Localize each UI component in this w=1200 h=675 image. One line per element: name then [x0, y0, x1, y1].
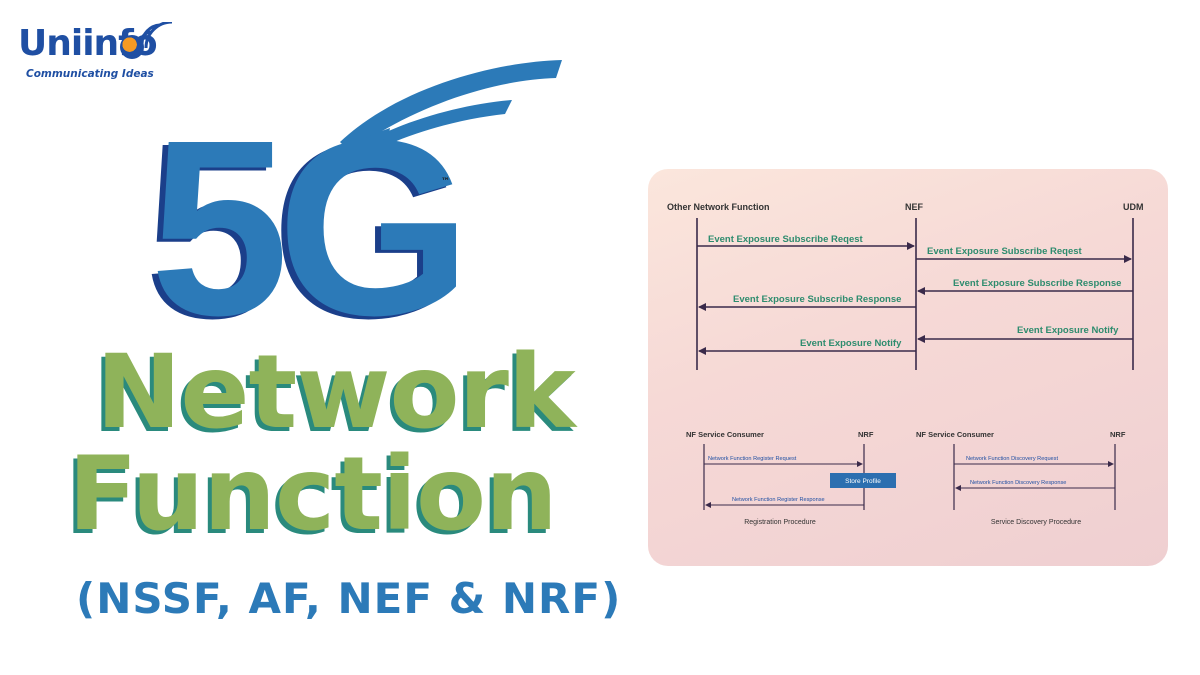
- logo-tagline: Communicating Ideas: [26, 68, 154, 80]
- trademark-mark: ™: [441, 177, 450, 187]
- message-label: Event Exposure Subscribe Reqest: [708, 234, 864, 245]
- actor-udm: UDM: [1123, 202, 1144, 212]
- discovery-request-label: Network Function Discovery Request: [966, 456, 1058, 462]
- sequence-diagram: Other Network Function NEF UDM Event Exp…: [667, 202, 1144, 526]
- signal-waves-icon: [138, 22, 173, 49]
- discovery-caption: Service Discovery Procedure: [991, 519, 1081, 526]
- sequence-diagram-panel: Other Network Function NEF UDM Event Exp…: [648, 169, 1168, 566]
- message-label: Event Exposure Subscribe Response: [953, 278, 1121, 289]
- subtitle: (NSSF, AF, NEF & NRF): [76, 574, 622, 623]
- registration-caption: Registration Procedure: [744, 519, 816, 526]
- actor-other-network-function: Other Network Function: [667, 202, 770, 212]
- discovery-response-label: Network Function Discovery Response: [970, 480, 1066, 486]
- message-label: Event Exposure Notify: [1017, 325, 1119, 336]
- actor-nef: NEF: [905, 202, 924, 212]
- registration-consumer-label: NF Service Consumer: [686, 430, 764, 439]
- registration-nrf-label: NRF: [858, 430, 874, 439]
- five-g-logo: 5G 5G: [144, 88, 471, 370]
- title-network: Network Network: [92, 333, 576, 456]
- message-label: Event Exposure Subscribe Reqest: [927, 246, 1083, 257]
- title-function: Function Function: [64, 435, 558, 558]
- discovery-consumer-label: NF Service Consumer: [916, 430, 994, 439]
- registration-response-label: Network Function Register Response: [732, 497, 825, 503]
- store-profile-box: [830, 473, 896, 488]
- discovery-nrf-label: NRF: [1110, 430, 1126, 439]
- message-label: Event Exposure Notify: [800, 338, 902, 349]
- signal-arcs-graphic: [320, 60, 562, 176]
- uniinfo-logo: Uniinfo Communicating Ideas: [18, 22, 173, 84]
- message-label: Event Exposure Subscribe Response: [733, 294, 901, 305]
- store-profile-label: Store Profile: [845, 478, 881, 485]
- registration-request-label: Network Function Register Request: [708, 456, 797, 462]
